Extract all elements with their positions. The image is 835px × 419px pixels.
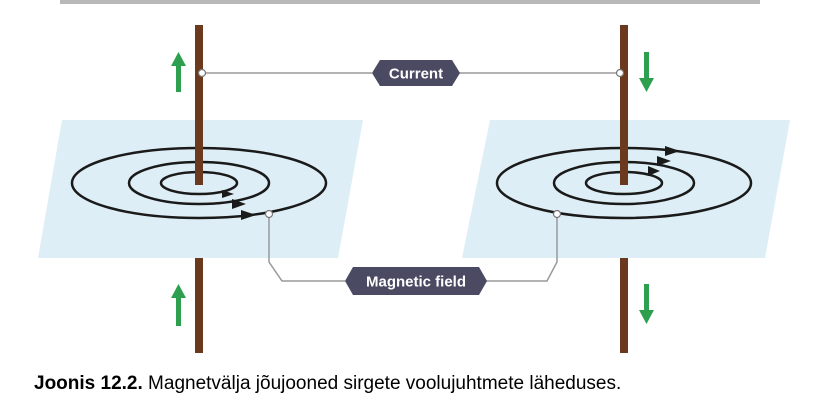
right-current-arrow-bottom — [639, 284, 654, 324]
right-wire-upper — [620, 25, 628, 185]
right-field-arrow-outer — [665, 146, 680, 156]
right-field-arrow-inner — [648, 166, 660, 176]
right-field-arrow-middle — [657, 156, 671, 166]
cropped-text-remnant — [60, 0, 760, 4]
magnetic-field-label: Magnetic field — [366, 274, 466, 291]
current-label: Current — [389, 66, 443, 83]
left-wire-lower — [195, 258, 203, 353]
right-wire-assembly — [462, 25, 790, 353]
figure-caption: Joonis 12.2. Magnetvälja jõujooned sirge… — [34, 373, 621, 395]
left-field-arrow-middle — [232, 199, 246, 209]
left-wire-assembly — [38, 25, 363, 353]
figure-caption-text: Magnetvälja jõujooned sirgete voolujuhtm… — [142, 373, 622, 394]
magnetic-field-callout: Magnetic field — [264, 209, 562, 295]
right-plane — [462, 120, 790, 258]
left-field-arrow-outer — [241, 210, 256, 220]
figure-caption-number: Joonis 12.2. — [34, 373, 143, 394]
right-wire-lower — [620, 258, 628, 353]
magnetic-field-label-box — [345, 267, 487, 295]
left-field-arrow-inner — [222, 190, 234, 198]
current-callout: Current — [197, 60, 625, 86]
current-label-box — [372, 60, 460, 86]
left-wire-upper — [195, 25, 203, 185]
left-current-arrow-bottom — [171, 284, 186, 326]
right-current-arrow-top — [639, 52, 654, 92]
left-current-arrow-top — [171, 52, 186, 92]
